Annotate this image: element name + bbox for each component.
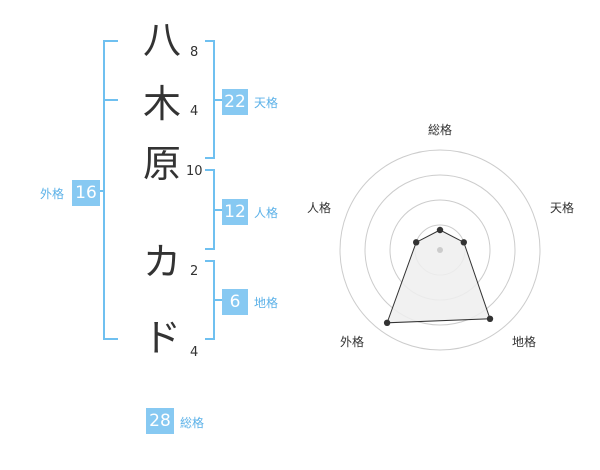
name-char-2: 木 <box>142 82 181 126</box>
name-char-5: ド <box>142 316 181 360</box>
radar-axis-label-3: 地格 <box>512 335 537 349</box>
radar-point-4 <box>383 319 391 326</box>
name-char-3: 原 <box>142 142 181 186</box>
gaikaku-label: 外格 <box>40 187 65 201</box>
radar-axis-label-4: 外格 <box>340 335 365 349</box>
tenkaku-label: 天格 <box>254 96 279 110</box>
chikaku-value: 6 <box>222 289 248 315</box>
stroke-count-4: 2 <box>190 264 199 279</box>
jinkaku-label: 人格 <box>254 206 279 220</box>
tenkaku-value: 22 <box>222 89 248 115</box>
radar-ring-3 <box>364 174 516 326</box>
radar-axis-label-2: 天格 <box>550 201 575 215</box>
stroke-count-1: 8 <box>190 45 199 60</box>
radar-point-3 <box>486 315 494 322</box>
soukaku-label: 総格 <box>180 416 205 430</box>
stroke-count-2: 4 <box>190 104 199 119</box>
radar-point-2 <box>460 239 467 246</box>
radar-center-dot <box>437 247 443 253</box>
radar-axis-label-1: 総格 <box>428 123 453 137</box>
jinkaku-value: 12 <box>222 199 248 225</box>
radar-area <box>386 229 491 324</box>
radar-point-1 <box>436 226 444 234</box>
stroke-count-3: 10 <box>186 164 203 179</box>
name-char-1: 八 <box>142 18 181 62</box>
radar-ring-4 <box>339 149 541 351</box>
chikaku-label: 地格 <box>254 296 279 310</box>
stroke-count-5: 4 <box>190 345 199 360</box>
radar-point-5 <box>413 239 420 246</box>
radar-axis-label-5: 人格 <box>307 201 332 215</box>
name-char-4: カ <box>142 240 181 284</box>
soukaku-value: 28 <box>146 408 174 434</box>
gaikaku-value: 16 <box>72 180 100 206</box>
